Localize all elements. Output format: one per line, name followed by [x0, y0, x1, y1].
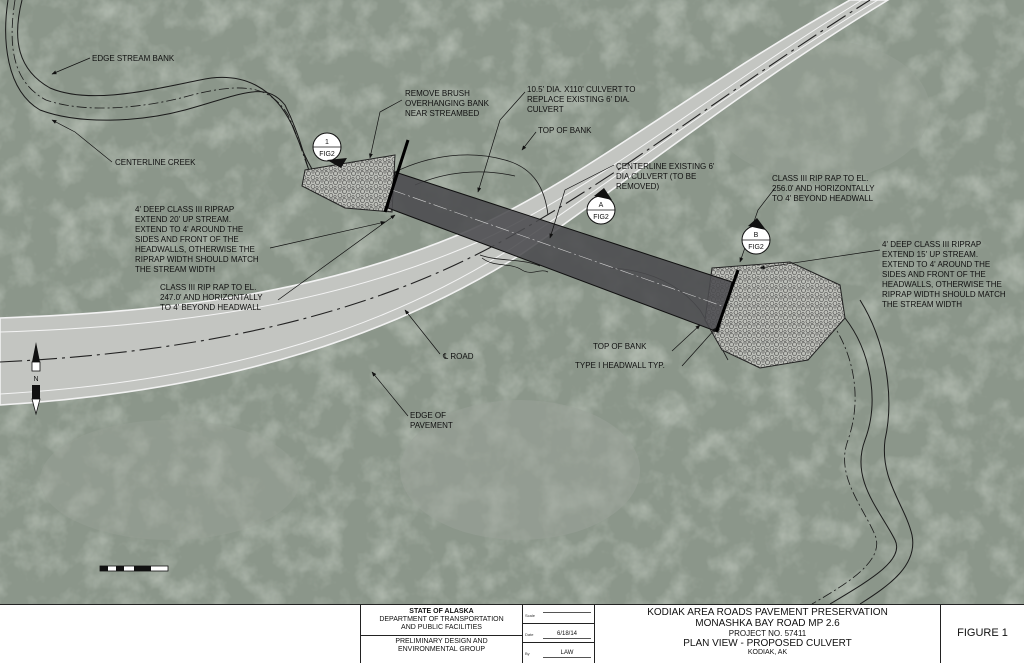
clearing-patch [40, 420, 300, 540]
agency-facilities: AND PUBLIC FACILITIES [401, 624, 482, 631]
label-cl-road: ℄ ROAD [442, 352, 474, 361]
callout-b-sheet: FIG2 [748, 244, 764, 251]
label-centerline-existing-culvert: CENTERLINE EXISTING 6' DIA CULVERT (TO B… [616, 162, 717, 191]
leader-top-of-bank-lower [671, 324, 701, 352]
by-row: By LAW [523, 643, 594, 662]
clearing-patch [400, 400, 640, 540]
by-key: By [525, 651, 530, 656]
headwall-outlet [714, 269, 740, 333]
figure-number: FIGURE 1 [957, 627, 1008, 639]
top-of-bank-line [394, 154, 549, 216]
clearing-patch [710, 40, 930, 180]
agency-department: DEPARTMENT OF TRANSPORTATION [379, 616, 504, 623]
group-line1: PRELIMINARY DESIGN AND [395, 638, 488, 645]
label-riprap-right: 4' DEEP CLASS III RIPRAP EXTEND 15' UP S… [882, 240, 1008, 309]
label-remove-brush: REMOVE BRUSH OVERHANGING BANK NEAR STREA… [405, 89, 491, 118]
stream-bank-east-inner [811, 319, 878, 604]
project-cell: KODIAK AREA ROADS PAVEMENT PRESERVATION … [594, 605, 940, 663]
date-value: 6/18/14 [543, 631, 591, 639]
scale-bar [99, 565, 169, 572]
callout-a-sheet: FIG2 [593, 214, 609, 221]
leader-riprap-left [269, 221, 386, 249]
callout-b-id: B [754, 232, 759, 239]
project-number: PROJECT NO. 57411 [728, 629, 807, 638]
scale-row: Scale [523, 605, 594, 624]
label-new-culvert: 10.5' DIA. X110' CULVERT TO REPLACE EXIS… [527, 85, 638, 114]
top-of-bank-line [479, 254, 541, 267]
water-flow-line [481, 257, 549, 273]
callout-a-id: A [599, 202, 604, 209]
scale-key: Scale [525, 613, 536, 618]
label-edge-of-pavement: EDGE OF PAVEMENT [410, 411, 453, 430]
project-location: KODIAK, AK [747, 649, 788, 656]
leader-cl-road [404, 309, 441, 355]
creek-centerline [11, 0, 315, 181]
date-key: Date [525, 632, 534, 637]
scale-value [543, 612, 591, 613]
north-arrow: N [31, 342, 41, 416]
north-label: N [33, 376, 38, 383]
plan-view: 1 FIG2 A FIG2 B FIG2 EDGE STREAM BANK CE… [0, 0, 1024, 604]
riprap-inlet [301, 154, 396, 213]
label-headwall: TYPE I HEADWALL TYP. [575, 361, 665, 370]
leader-headwall [681, 327, 717, 367]
section-callout-1[interactable]: 1 FIG2 [312, 132, 347, 168]
road-surface [0, 0, 890, 406]
title-block: STATE OF ALASKA DEPARTMENT OF TRANSPORTA… [0, 604, 1024, 663]
leader-remove-brush [369, 99, 403, 159]
label-top-of-bank-lower: TOP OF BANK [593, 342, 647, 351]
project-road: MONASHKA BAY ROAD MP 2.6 [695, 618, 840, 629]
leader-edge-stream-bank [51, 57, 91, 75]
callout-1-sheet: FIG2 [319, 151, 335, 158]
meta-cell: Scale Date 6/18/14 By LAW [522, 605, 594, 663]
label-riprap-downstream-elevation: CLASS III RIP RAP TO EL. 247.0' AND HORI… [160, 283, 265, 312]
section-callout-b[interactable]: B FIG2 [741, 218, 771, 255]
stream-bank-east [829, 317, 898, 604]
section-callout-a[interactable]: A FIG2 [586, 188, 616, 225]
label-riprap-left: 4' DEEP CLASS III RIPRAP EXTEND 20' UP S… [135, 205, 261, 274]
leader-centerline-creek [51, 119, 113, 163]
callout-1-id: 1 [325, 139, 329, 146]
leader-riprap-right [759, 249, 881, 270]
group-line2: ENVIRONMENTAL GROUP [397, 646, 486, 653]
leader-centerline-existing [549, 164, 615, 239]
project-title: KODIAK AREA ROADS PAVEMENT PRESERVATION [647, 607, 888, 618]
stream-bank-west-outer [17, 0, 319, 179]
road-centerline [0, 0, 871, 363]
riprap-outlet [704, 261, 846, 369]
headwall-inlet [383, 139, 410, 213]
stream-bank-west [5, 0, 313, 181]
figure-cell: FIGURE 1 [940, 605, 1024, 663]
sheet-title: PLAN VIEW - PROPOSED CULVERT [683, 638, 852, 649]
label-centerline-creek: CENTERLINE CREEK [115, 158, 196, 167]
stream-bank-east-outer [859, 299, 914, 604]
agency-cell: STATE OF ALASKA DEPARTMENT OF TRANSPORTA… [360, 605, 522, 663]
label-top-of-bank-upper: TOP OF BANK [538, 126, 592, 135]
existing-culvert-centerline [391, 189, 726, 308]
by-value: LAW [543, 650, 591, 658]
leader-edge-pavement [371, 371, 409, 417]
label-riprap-upstream-elevation: CLASS III RIP RAP TO EL. 256.0' AND HORI… [772, 174, 877, 203]
leader-top-of-bank-upper [521, 131, 537, 151]
agency-state: STATE OF ALASKA [409, 608, 474, 615]
date-row: Date 6/18/14 [523, 624, 594, 643]
label-edge-stream-bank: EDGE STREAM BANK [92, 54, 175, 63]
leader-new-culvert [477, 91, 526, 193]
leader-riprap-downstream-el [277, 214, 396, 301]
